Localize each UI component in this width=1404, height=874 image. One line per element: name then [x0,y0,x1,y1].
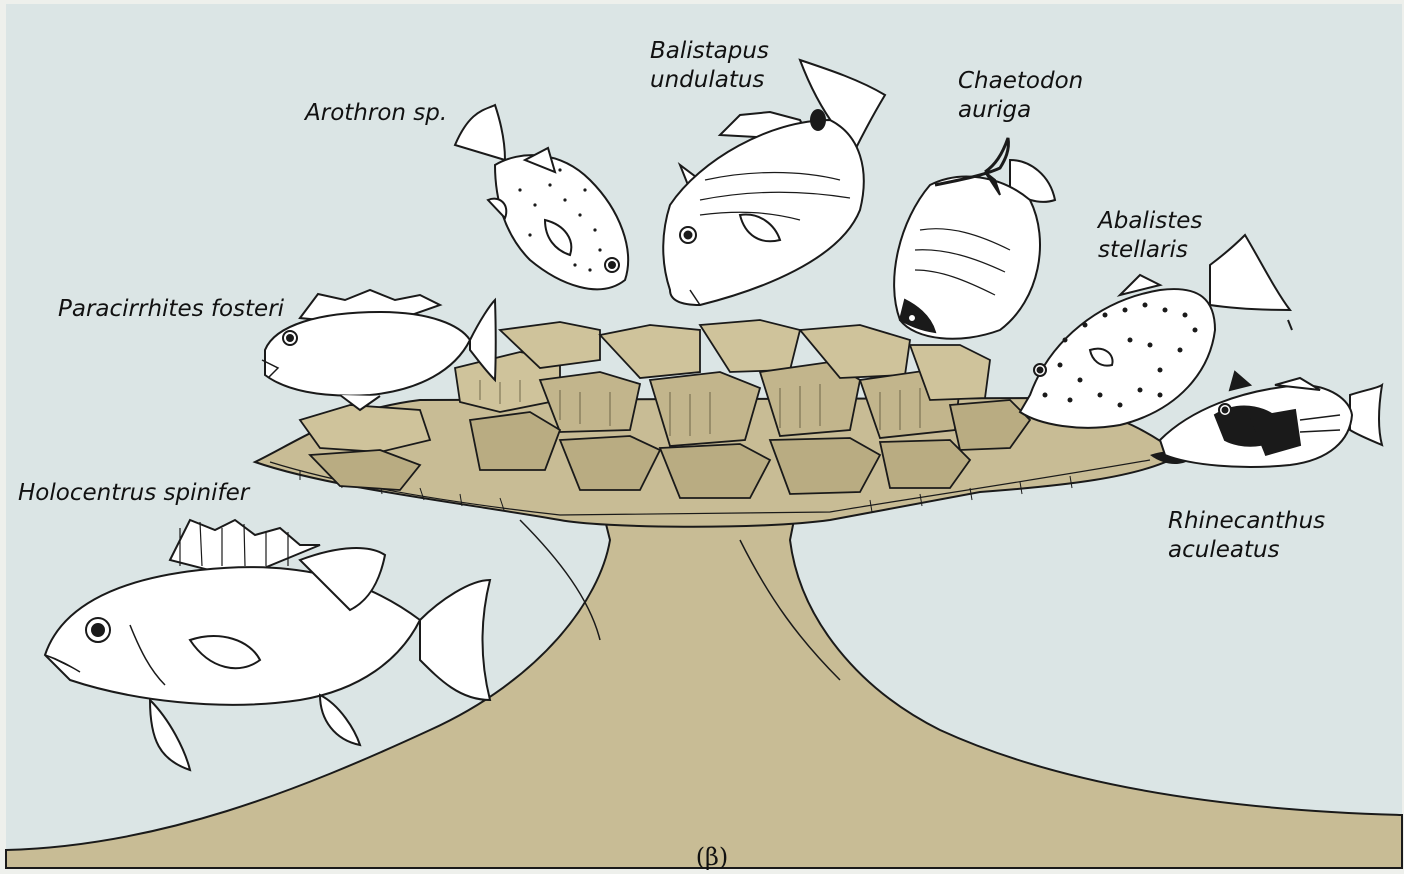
label-arothron: Arothron sp. [303,100,447,126]
label-line: Balistapus [650,38,769,64]
label-paracirrhites: Paracirrhites fosteri [58,296,285,322]
label-line: undulatus [650,67,764,93]
label-holocentrus: Holocentrus spinifer [18,480,251,506]
label-line: Arothron sp. [303,100,447,126]
label-line: stellaris [1098,237,1188,263]
label-line: Rhinecanthus [1168,508,1325,534]
figure-caption: (β) [696,843,729,871]
label-line: Holocentrus spinifer [18,480,251,506]
label-line: auriga [958,97,1031,123]
label-line: Chaetodon [958,68,1083,94]
label-line: Abalistes [1096,208,1202,234]
label-line: aculeatus [1168,537,1280,563]
label-line: Paracirrhites fosteri [58,296,285,322]
